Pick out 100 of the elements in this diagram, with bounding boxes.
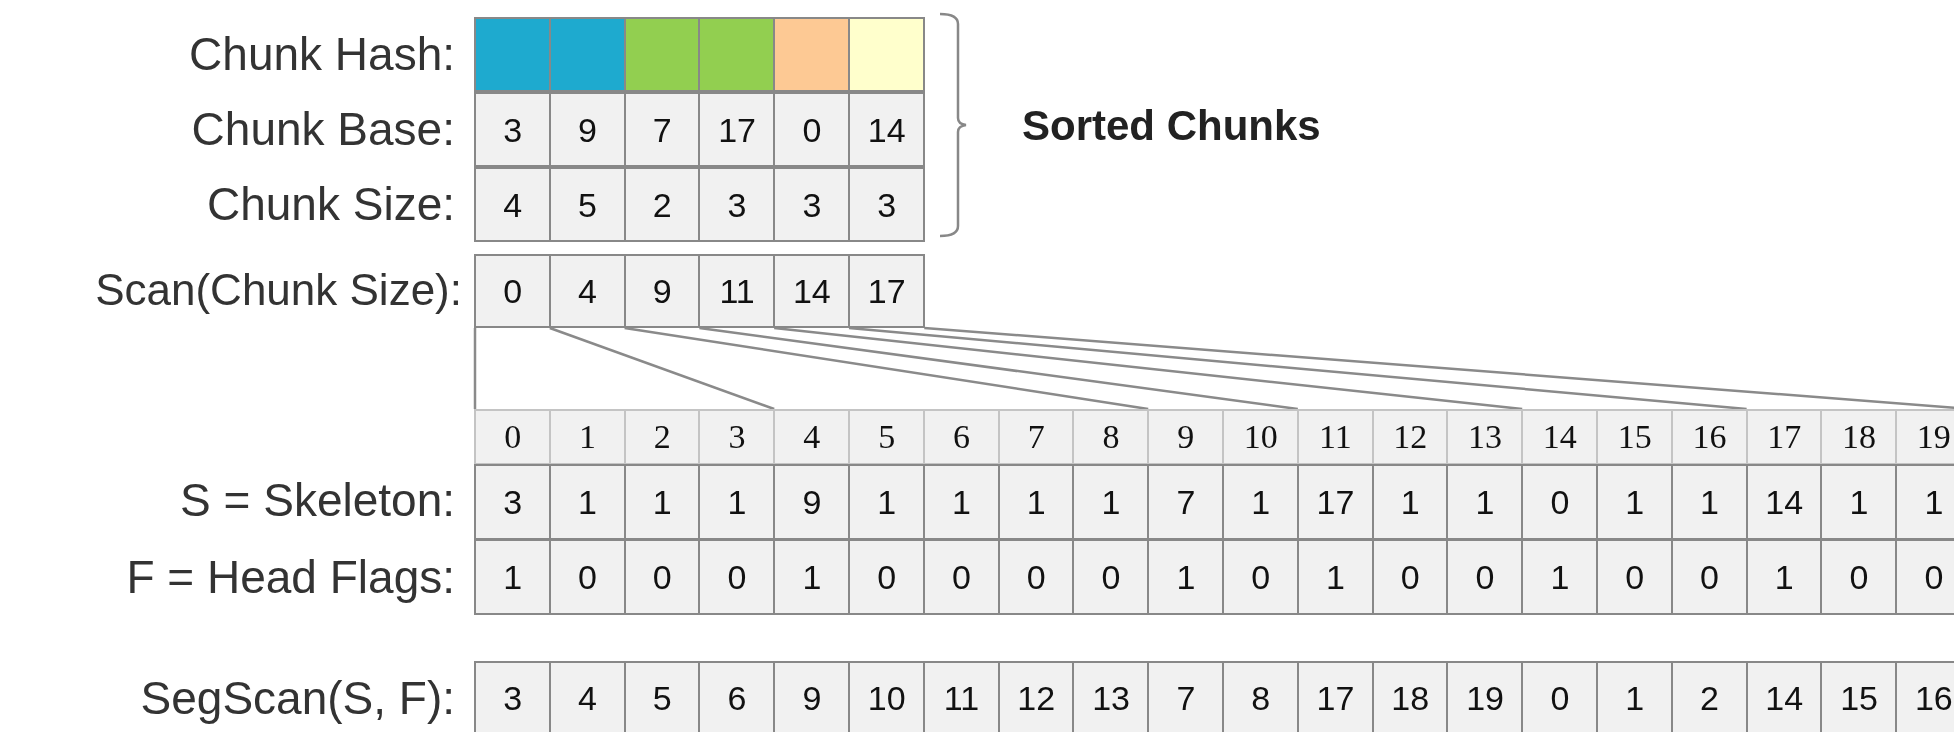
value-cell: 4 (548, 661, 627, 732)
value-cell: 0 (1895, 539, 1954, 615)
value-cell: 0 (997, 539, 1075, 615)
value-cell: 7 (623, 92, 701, 167)
leader-line (774, 326, 1523, 411)
value-cell: 0 (1371, 539, 1449, 615)
value-cell: 17 (1296, 661, 1375, 732)
leader-line (699, 326, 1298, 411)
value-cell: 1 (474, 539, 552, 615)
value-cell: 9 (623, 254, 701, 328)
value-cell: 14 (1745, 661, 1823, 732)
value-cell: 7 (1147, 464, 1225, 540)
index-cell: 11 (1296, 409, 1375, 465)
value-cell: 0 (474, 254, 552, 328)
value-cell: 0 (623, 539, 701, 615)
index-cell: 6 (922, 409, 1001, 465)
value-cell: 0 (1072, 539, 1150, 615)
row-label: S = Skeleton: (180, 477, 455, 523)
index-cell: 3 (698, 409, 776, 465)
value-cell: 0 (848, 539, 926, 615)
value-cell: 9 (548, 92, 627, 167)
leader-line (924, 326, 1954, 411)
group-label: Sorted Chunks (1022, 105, 1321, 147)
value-cell: 3 (698, 167, 776, 242)
hash-color-cell (474, 17, 552, 92)
value-cell: 7 (1147, 661, 1225, 732)
value-cell: 0 (1521, 661, 1599, 732)
index-cell: 9 (1147, 409, 1225, 465)
value-cell: 1 (1147, 539, 1225, 615)
index-cell: 12 (1371, 409, 1449, 465)
value-cell: 3 (474, 464, 552, 540)
value-cell: 0 (1670, 539, 1749, 615)
value-cell: 4 (548, 254, 627, 328)
value-cell: 0 (1596, 539, 1674, 615)
value-cell: 1 (848, 464, 926, 540)
index-cell: 16 (1670, 409, 1749, 465)
value-cell: 18 (1371, 661, 1449, 732)
hash-color-cell (698, 17, 776, 92)
value-cell: 1 (1371, 464, 1449, 540)
index-cell: 4 (773, 409, 851, 465)
value-cell: 15 (1820, 661, 1898, 732)
value-cell: 14 (1745, 464, 1823, 540)
value-cell: 1 (1895, 464, 1954, 540)
hash-color-cell (848, 17, 926, 92)
leader-line (624, 326, 1149, 411)
value-cell: 16 (1895, 661, 1954, 732)
value-cell: 1 (1745, 539, 1823, 615)
row-label: Chunk Base: (191, 106, 455, 152)
value-cell: 11 (922, 661, 1001, 732)
index-cell: 2 (623, 409, 701, 465)
value-cell: 1 (1596, 464, 1674, 540)
value-cell: 1 (623, 464, 701, 540)
row-label: Scan(Chunk Size): (95, 268, 462, 312)
value-cell: 0 (1820, 539, 1898, 615)
value-cell: 1 (1521, 539, 1599, 615)
value-cell: 1 (548, 464, 627, 540)
value-cell: 0 (773, 92, 851, 167)
value-cell: 4 (474, 167, 552, 242)
index-cell: 14 (1521, 409, 1599, 465)
value-cell: 9 (773, 661, 851, 732)
index-cell: 15 (1596, 409, 1674, 465)
leader-line (848, 326, 1747, 411)
value-cell: 17 (1296, 464, 1375, 540)
hash-color-cell (773, 17, 851, 92)
index-cell: 5 (848, 409, 926, 465)
value-cell: 3 (474, 661, 552, 732)
value-cell: 1 (1596, 661, 1674, 732)
value-cell: 1 (1446, 464, 1524, 540)
index-cell: 18 (1820, 409, 1898, 465)
row-label: Chunk Hash: (189, 31, 455, 77)
leader-line (473, 328, 477, 409)
leader-line (549, 326, 775, 411)
hash-color-cell (548, 17, 627, 92)
index-cell: 8 (1072, 409, 1150, 465)
index-cell: 10 (1222, 409, 1300, 465)
index-cell: 19 (1895, 409, 1954, 465)
value-cell: 1 (1820, 464, 1898, 540)
value-cell: 3 (773, 167, 851, 242)
value-cell: 0 (548, 539, 627, 615)
index-cell: 7 (997, 409, 1075, 465)
index-cell: 0 (474, 409, 552, 465)
index-cell: 17 (1745, 409, 1823, 465)
value-cell: 0 (922, 539, 1001, 615)
row-label: Chunk Size: (207, 181, 455, 227)
value-cell: 10 (848, 661, 926, 732)
value-cell: 1 (1670, 464, 1749, 540)
value-cell: 12 (997, 661, 1075, 732)
value-cell: 14 (848, 92, 926, 167)
value-cell: 3 (848, 167, 926, 242)
index-cell: 13 (1446, 409, 1524, 465)
value-cell: 11 (698, 254, 776, 328)
value-cell: 2 (623, 167, 701, 242)
hash-color-cell (623, 17, 701, 92)
value-cell: 0 (698, 539, 776, 615)
value-cell: 17 (698, 92, 776, 167)
value-cell: 5 (548, 167, 627, 242)
value-cell: 19 (1446, 661, 1524, 732)
value-cell: 1 (773, 539, 851, 615)
value-cell: 14 (773, 254, 851, 328)
value-cell: 5 (623, 661, 701, 732)
